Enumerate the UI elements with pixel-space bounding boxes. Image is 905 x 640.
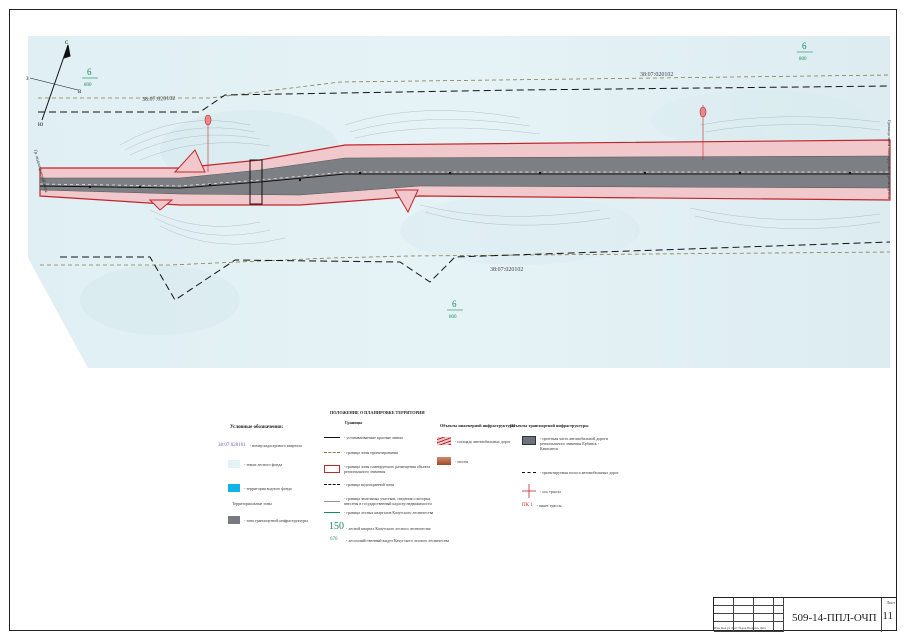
land-parcels-swatch — [324, 500, 340, 502]
engineering-title: Объекты инженерной инфраструктуры — [440, 423, 516, 428]
legend-forest-quarters: - граница лесных кварталов Качугского ле… — [324, 510, 434, 515]
legend-designed-lane: - проектируемая полоса автомобильных дор… — [522, 470, 619, 475]
placement-zone-swatch — [324, 465, 340, 473]
picket-sample: ПК 1 — [522, 503, 533, 508]
legend-label: - граница зоны планируемого размещения о… — [344, 464, 431, 474]
legend-label: - лесохозяйственный выдел Качугского лес… — [346, 538, 450, 543]
legend-route-axis: - ось трассы — [522, 484, 561, 498]
quarter-label-bottom: 800 — [84, 83, 92, 88]
boundaries-title: Границы — [345, 420, 363, 425]
contour-lines — [119, 110, 881, 245]
parcel-code-label: 38:07:020102 — [640, 72, 673, 78]
transport-zone-swatch — [228, 516, 240, 524]
quarter-label-bottom: 800 — [449, 315, 457, 320]
legend-picket: ПК 1 - пикет трассы — [522, 503, 562, 508]
legend-parcel-code: 38:07:020101 - номер кадастрового кварта… — [218, 443, 302, 448]
sheet-frame — [9, 9, 897, 631]
sheet-box: Лист 11 — [881, 598, 897, 632]
design-zone-boundary — [38, 74, 891, 266]
legend-transport-zone: - зона транспортной инфраструктуры — [228, 516, 308, 524]
legend-forest-fund: - земли лесного фонда — [228, 460, 282, 468]
route-axis-icon — [522, 484, 536, 498]
water-fund-swatch — [228, 484, 240, 492]
survey-markers — [204, 105, 707, 172]
conventions-title: Условные обозначения: — [230, 425, 284, 430]
legend-placement-zone: - граница зоны планируемого размещения о… — [324, 464, 434, 474]
quarter-label-top: 6 — [802, 41, 807, 51]
legend-land-parcels: - граница земельных участков, сведения о… — [324, 496, 434, 506]
legend-label: - пикет трассы — [536, 503, 562, 508]
sheet-label: Лист — [886, 600, 895, 605]
drawing-code: 509-14-ППЛ-ОЧП — [792, 612, 877, 624]
right-edge-note: Граница зоны планируемого размещения — [887, 120, 892, 199]
legend-label: - проектируемая полоса автомобильных дор… — [540, 470, 619, 475]
transport-title: Объекты транспортной инфраструктуры — [510, 423, 589, 428]
legend-label: - лесной квартал Качугского лесного лесн… — [346, 526, 431, 531]
legend-label: - площадь автомобильных дорог — [455, 438, 511, 444]
parcel-code-label: 38:07:020102 — [142, 96, 176, 103]
legend-design-zone: - граница зоны проектирования — [324, 450, 398, 455]
north-arrow-icon — [29, 44, 79, 121]
legend-label: - граница земельных участков, сведения о… — [344, 496, 432, 506]
zones-title: Территориальные зоны — [232, 501, 272, 506]
legend-water-fund: - территория водного фонда — [228, 484, 292, 492]
forest-quarters-swatch — [324, 512, 340, 513]
legend-label: - граница зоны проектирования — [344, 450, 398, 455]
legend-carriageway: - проезжая часть автомобильной дороги ре… — [522, 436, 617, 451]
quarter-label-top: 6 — [87, 67, 92, 77]
title-block: Изм. Кол.уч Лист №док Подпись Дата 509-1… — [713, 597, 897, 632]
legend-water-zone: - граница водоохранной зоны — [324, 482, 394, 487]
quarter-label-bottom: 800 — [799, 57, 807, 62]
parcel-code-sample: 38:07:020101 — [218, 443, 246, 448]
north-letter-s: Ю — [38, 123, 43, 128]
road-corridor — [39, 139, 891, 214]
quarter-sub-sample: 670 — [330, 537, 338, 542]
legend-section-title: ПОЛОЖЕНИЕ О ПЛАНИРОВКЕ ТЕРРИТОРИИ — [330, 410, 425, 415]
legend-red-lines: - устанавливаемые красные линии — [324, 435, 403, 440]
legend-label: - ось трассы — [540, 488, 561, 494]
quarter-labels: 6 800 6 800 6 800 — [82, 41, 813, 320]
water-zone-boundary — [38, 85, 891, 301]
bridges-swatch — [437, 457, 451, 465]
legend-label: - территория водного фонда — [244, 485, 292, 491]
legend-bridges: - мосты — [437, 457, 468, 465]
legend-label: - зона транспортной инфраструктуры — [244, 517, 308, 523]
north-letter-w: З — [26, 77, 29, 82]
legend-label: - земли лесного фонда — [244, 461, 283, 467]
north-letter-e: В — [78, 90, 82, 95]
carriageway-swatch — [522, 436, 536, 445]
legend-label: - мосты — [455, 458, 469, 464]
quarter-label-top: 6 — [452, 299, 457, 309]
title-block-grid — [714, 598, 784, 632]
roads-area-swatch — [437, 437, 451, 445]
satellite-background — [28, 36, 890, 368]
legend-label: - граница водоохранной зоны — [344, 482, 395, 487]
legend-label: - проезжая часть автомобильной дороги ре… — [540, 436, 609, 451]
quarter-number-sample: 150 — [329, 521, 344, 532]
legend-label: - устанавливаемые красные линии — [344, 435, 403, 440]
legend-label: - граница лесных кварталов Качугского ле… — [344, 510, 434, 515]
red-lines-swatch — [324, 437, 340, 438]
north-letter-n: С — [65, 41, 69, 46]
designed-lane-swatch — [522, 472, 536, 473]
water-zone-swatch — [324, 484, 340, 485]
legend-roads-area: - площадь автомобильных дорог — [437, 437, 510, 445]
parcel-code-label: 38:07:020102 — [490, 267, 523, 273]
legend-label: - номер кадастрового квартала — [249, 443, 302, 448]
sheet-number: 11 — [882, 610, 893, 622]
pickets — [88, 171, 852, 189]
design-zone-swatch — [324, 452, 340, 453]
title-block-roles: Изм. Кол.уч Лист №док Подпись Дата — [714, 626, 766, 630]
forest-fund-swatch — [228, 460, 240, 468]
